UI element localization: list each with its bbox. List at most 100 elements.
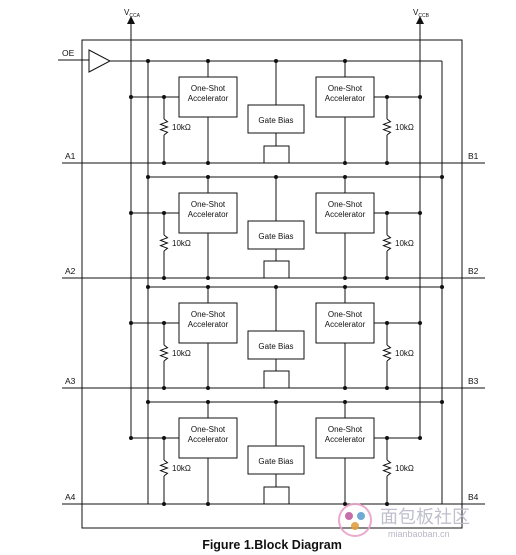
junction-dot <box>440 400 444 404</box>
accelerator-label: Accelerator <box>325 210 366 219</box>
junction-dot <box>274 285 278 289</box>
junction-dot <box>206 59 210 63</box>
watermark: 面包板社区 mianbaoban.cn <box>338 503 470 539</box>
resistor-icon <box>159 234 169 252</box>
one-shot-label: One-Shot <box>191 425 226 434</box>
pin-b2: B2 <box>468 266 479 276</box>
resistor-label: 10kΩ <box>395 239 414 248</box>
accelerator-label: Accelerator <box>188 210 229 219</box>
resistor-label: 10kΩ <box>172 239 191 248</box>
one-shot-accelerator-right <box>315 192 375 234</box>
one-shot-label: One-Shot <box>191 310 226 319</box>
junction-dot <box>146 400 150 404</box>
junction-dot <box>385 502 389 506</box>
resistor-icon <box>382 459 392 477</box>
one-shot-accelerator-left <box>178 192 238 234</box>
resistor-icon <box>159 344 169 362</box>
one-shot-label: One-Shot <box>191 84 226 93</box>
resistor-icon <box>382 234 392 252</box>
junction-dot <box>162 95 166 99</box>
one-shot-label: One-Shot <box>328 310 363 319</box>
junction-dot <box>343 276 347 280</box>
junction-dot <box>418 211 422 215</box>
one-shot-accelerator-left <box>178 76 238 118</box>
accelerator-label: Accelerator <box>188 435 229 444</box>
oe-buffer-icon <box>88 49 112 73</box>
junction-dot <box>343 285 347 289</box>
pin-b4: B4 <box>468 492 479 502</box>
one-shot-accelerator-right <box>315 417 375 459</box>
junction-dot <box>162 321 166 325</box>
enable-bus-bottom <box>148 486 442 505</box>
pin-a4: A4 <box>65 492 76 502</box>
junction-dot <box>129 95 133 99</box>
junction-dot <box>343 502 347 506</box>
junction-dot <box>129 321 133 325</box>
resistor-icon <box>382 344 392 362</box>
watermark-text: 面包板社区 <box>380 507 470 527</box>
pass-transistor-icon <box>253 370 300 389</box>
junction-dot <box>206 400 210 404</box>
junction-dot <box>418 321 422 325</box>
pin-a3: A3 <box>65 376 76 386</box>
resistor-icon <box>382 118 392 136</box>
vccb-label: VCCB <box>413 8 430 19</box>
accelerator-label: Accelerator <box>325 94 366 103</box>
junction-dot <box>343 386 347 390</box>
junction-dot <box>206 161 210 165</box>
junction-dot <box>146 59 150 63</box>
device-boundary <box>81 39 463 529</box>
junction-dot <box>274 400 278 404</box>
junction-dot <box>274 175 278 179</box>
junction-dot <box>418 95 422 99</box>
resistor-label: 10kΩ <box>172 123 191 132</box>
junction-dot <box>162 502 166 506</box>
junction-dot <box>385 321 389 325</box>
junction-dot <box>162 211 166 215</box>
pin-b3: B3 <box>468 376 479 386</box>
resistor-icon <box>159 118 169 136</box>
one-shot-accelerator-right <box>315 76 375 118</box>
junction-dot <box>162 276 166 280</box>
accelerator-label: Accelerator <box>188 320 229 329</box>
junction-dot <box>162 161 166 165</box>
resistor-label: 10kΩ <box>172 349 191 358</box>
junction-dot <box>206 386 210 390</box>
accelerator-label: Accelerator <box>325 320 366 329</box>
pass-transistor-icon <box>253 486 300 505</box>
junction-dot <box>385 161 389 165</box>
one-shot-label: One-Shot <box>328 84 363 93</box>
gate-bias-block <box>247 445 305 475</box>
resistor-label: 10kΩ <box>395 123 414 132</box>
pin-b1: B1 <box>468 151 479 161</box>
pass-transistor-icon <box>253 260 300 279</box>
resistor-label: 10kΩ <box>172 464 191 473</box>
gate-bias-label: Gate Bias <box>258 457 293 466</box>
one-shot-accelerator-left <box>178 302 238 344</box>
junction-dot <box>146 175 150 179</box>
gate-bias-block <box>247 220 305 250</box>
junction-dot <box>206 276 210 280</box>
junction-dot <box>385 276 389 280</box>
junction-dot <box>162 386 166 390</box>
junction-dot <box>440 285 444 289</box>
resistor-label: 10kΩ <box>395 349 414 358</box>
accelerator-label: Accelerator <box>188 94 229 103</box>
junction-dot <box>418 436 422 440</box>
gate-bias-label: Gate Bias <box>258 116 293 125</box>
one-shot-accelerator-left <box>178 417 238 459</box>
junction-dot <box>206 175 210 179</box>
junction-dot <box>162 436 166 440</box>
watermark-logo-icon <box>338 503 372 537</box>
junction-dot <box>206 502 210 506</box>
resistor-label: 10kΩ <box>395 464 414 473</box>
junction-dot <box>343 400 347 404</box>
junction-dot <box>343 175 347 179</box>
one-shot-label: One-Shot <box>328 200 363 209</box>
pass-transistor-icon <box>253 145 300 164</box>
junction-dot <box>274 59 278 63</box>
one-shot-label: One-Shot <box>328 425 363 434</box>
junction-dot <box>146 285 150 289</box>
resistor-icon <box>159 459 169 477</box>
